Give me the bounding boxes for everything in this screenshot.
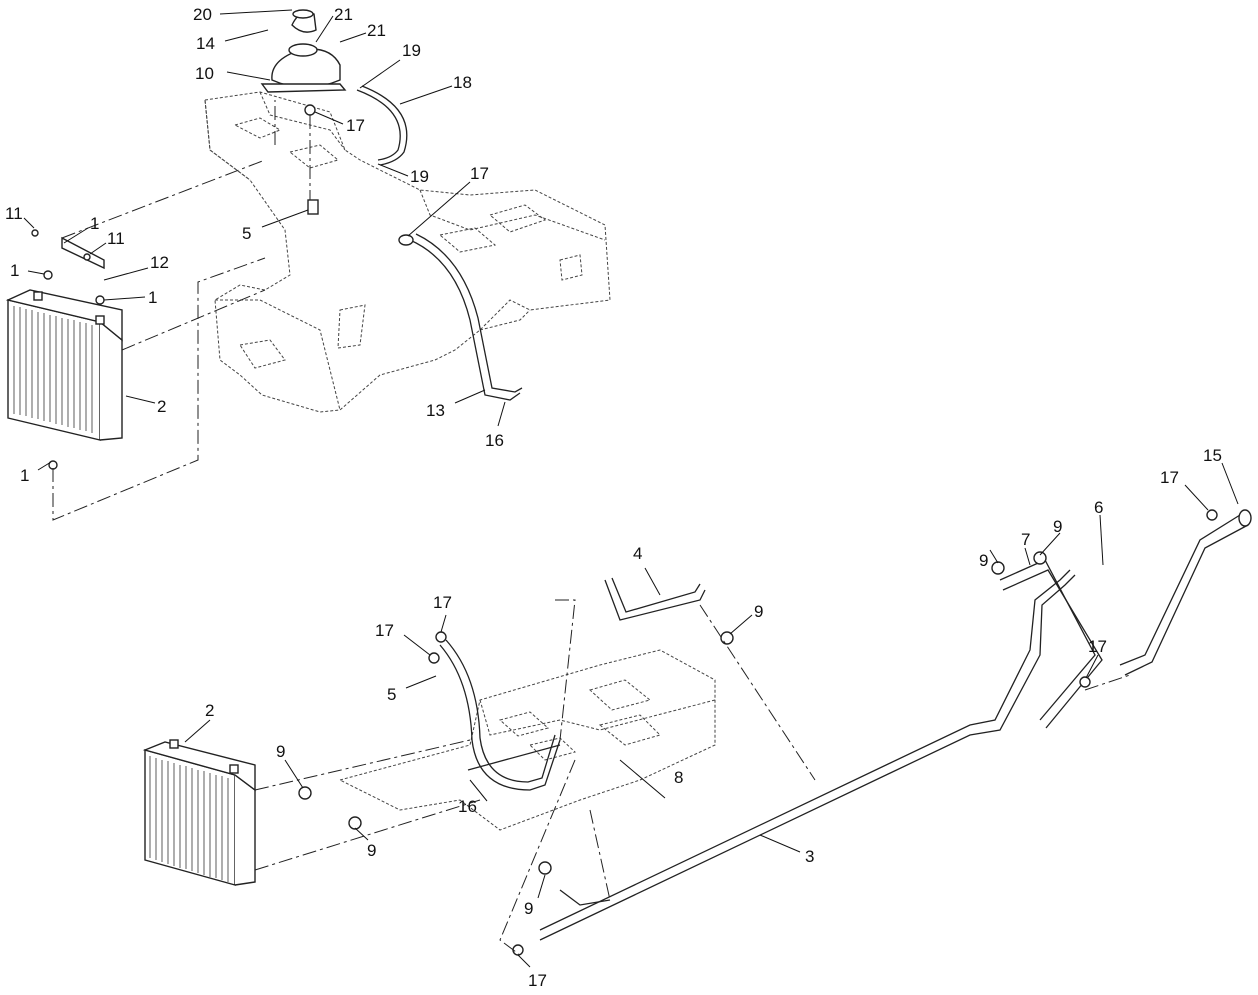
- callout-17-lower-left: 17: [375, 621, 394, 640]
- callout-17-mid: 17: [470, 164, 489, 183]
- callout-17-upper: 17: [346, 116, 365, 135]
- callout-1-right: 1: [148, 288, 157, 307]
- callout-11-left: 11: [5, 204, 23, 223]
- callout-14: 14: [196, 34, 215, 53]
- callout-17-bottom: 17: [528, 971, 547, 990]
- callout-2-upper: 2: [157, 397, 166, 416]
- callout-16-upper: 16: [485, 431, 504, 450]
- callout-1-bottom: 1: [20, 466, 29, 485]
- callout-17-right-mid: 17: [1088, 637, 1107, 656]
- callout-2-lower: 2: [205, 701, 214, 720]
- upper-hoses: [307, 85, 523, 401]
- callout-6: 6: [1094, 498, 1103, 517]
- upper-frame-assembly: [204, 91, 611, 413]
- callout-16-lower: 16: [458, 797, 477, 816]
- callout-1-left: 1: [10, 261, 19, 280]
- callout-12: 12: [150, 253, 169, 272]
- callout-9-lower-left: 9: [276, 742, 285, 761]
- callout-9-bottom: 9: [524, 899, 533, 918]
- callout-9-left-of-7: 9: [979, 551, 988, 570]
- radiator-upper-fins: [13, 306, 93, 433]
- callout-10: 10: [195, 64, 214, 83]
- radiator-lower: [142, 739, 256, 886]
- callout-4: 4: [633, 544, 642, 563]
- lower-phantom-lines: [254, 599, 1131, 956]
- upper-phantom-lines: [52, 100, 311, 521]
- callout-labels: 20 21 21 14 19 10 18 17 19 17 11 1 11 5 …: [5, 5, 1239, 990]
- radiator-upper: [5, 289, 123, 441]
- reservoir-tank: [260, 9, 347, 93]
- callout-5-upper: 5: [242, 224, 251, 243]
- lower-hoses: [439, 509, 1252, 941]
- callout-17-far-right: 17: [1160, 468, 1179, 487]
- callout-7: 7: [1021, 530, 1030, 549]
- callout-9-top-right: 9: [1053, 517, 1062, 536]
- callout-21-right: 21: [367, 21, 386, 40]
- callout-3: 3: [805, 847, 814, 866]
- callout-8: 8: [674, 768, 683, 787]
- lower-frame-assembly: [338, 649, 716, 831]
- callout-21-top: 21: [334, 5, 353, 24]
- radiator-lower-fins: [149, 756, 229, 882]
- callout-19-bottom: 19: [410, 167, 429, 186]
- callout-9-lower-mid: 9: [367, 841, 376, 860]
- callout-9-near-4: 9: [754, 602, 763, 621]
- lower-clamps: [298, 509, 1218, 956]
- callout-18: 18: [453, 73, 472, 92]
- upper-fasteners: [31, 104, 316, 470]
- callout-5-lower: 5: [387, 685, 396, 704]
- callout-15: 15: [1203, 446, 1222, 465]
- callout-17-lower-top: 17: [433, 593, 452, 612]
- callout-13: 13: [426, 401, 445, 420]
- callout-11-right: 11: [107, 229, 125, 248]
- callout-19-top: 19: [402, 41, 421, 60]
- callout-20: 20: [193, 5, 212, 24]
- callout-1-top: 1: [90, 214, 99, 233]
